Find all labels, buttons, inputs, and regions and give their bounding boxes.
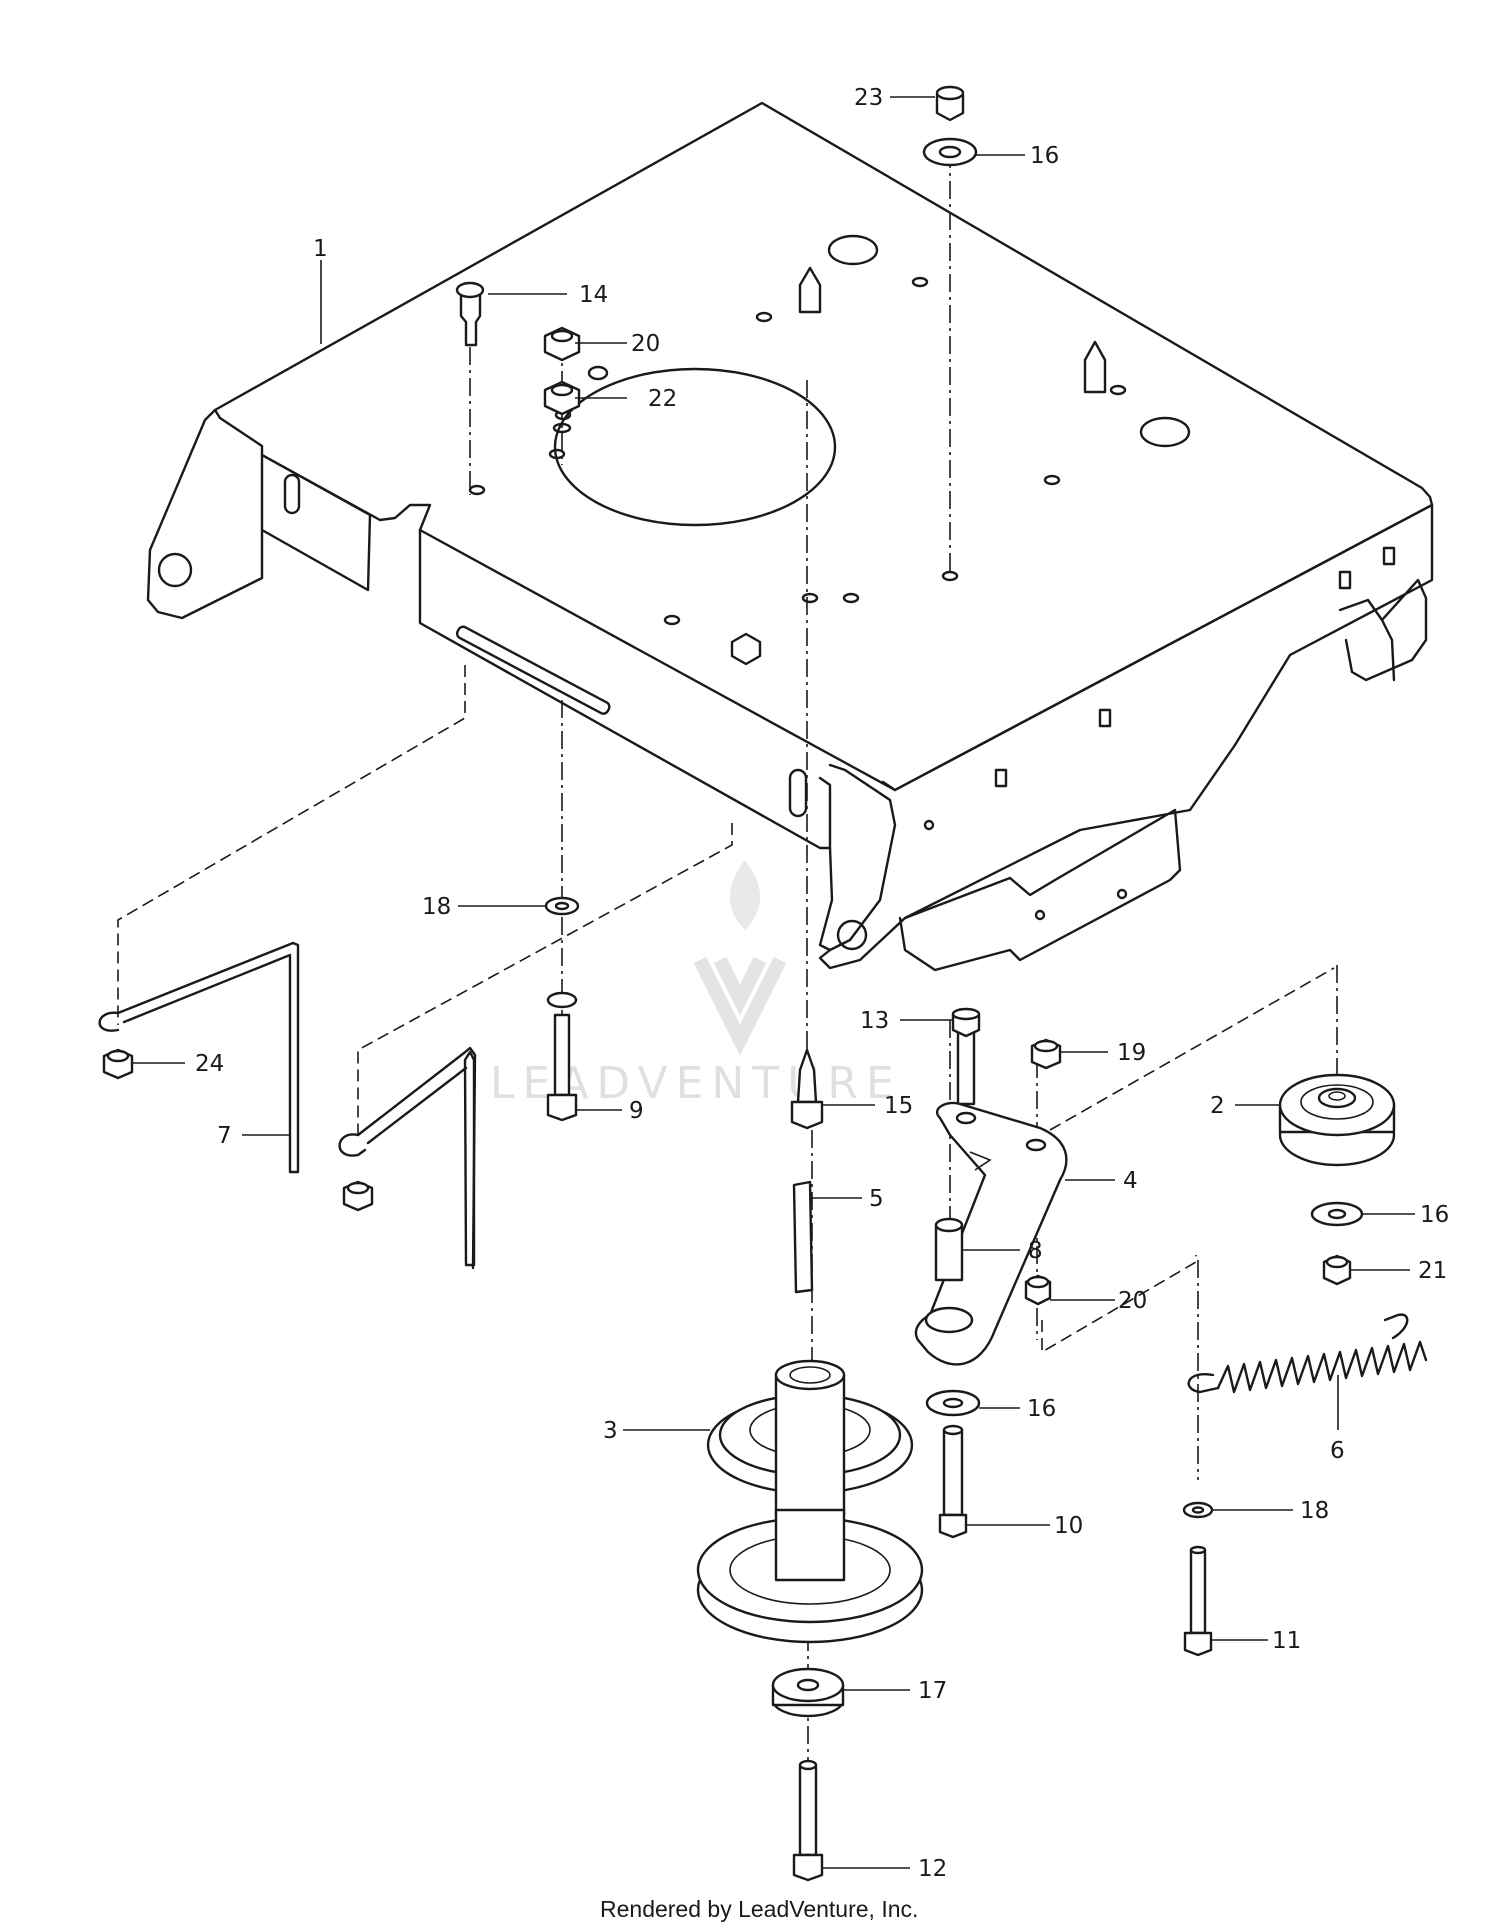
main-frame-part-1 [146, 101, 1434, 972]
callout-16: 16 [1420, 1202, 1449, 1228]
idler-arm-part-4 [914, 1007, 1068, 1539]
watermark: LEADVENTURE [490, 860, 894, 1109]
callout-15: 15 [884, 1093, 913, 1119]
callout-7: 7 [217, 1123, 232, 1149]
callout-13: 13 [860, 1008, 889, 1034]
hardware-top [455, 85, 978, 434]
callout-labels: 1 14 20 22 23 16 18 24 7 9 15 5 13 19 4 … [195, 85, 1449, 1882]
stud-part-15 [790, 1048, 824, 1294]
callout-24: 24 [195, 1051, 224, 1077]
callout-11: 11 [1272, 1628, 1301, 1654]
callout-19: 19 [1117, 1040, 1146, 1066]
callout-18: 18 [422, 894, 451, 920]
callout-16: 16 [1027, 1396, 1056, 1422]
callout-18: 18 [1300, 1498, 1329, 1524]
callout-12: 12 [918, 1856, 947, 1882]
callout-2: 2 [1210, 1093, 1225, 1119]
callout-4: 4 [1123, 1168, 1138, 1194]
bolt-part-11 [1182, 1501, 1214, 1657]
footer-credit: Rendered by LeadVenture, Inc. [600, 1896, 918, 1922]
callout-17: 17 [918, 1678, 947, 1704]
callout-20: 20 [631, 331, 660, 357]
idler-pulley-part-2 [1278, 1073, 1396, 1286]
leader-lines [132, 96, 1415, 1869]
callout-1: 1 [313, 236, 328, 262]
spring-part-6 [1187, 1313, 1428, 1394]
callout-6: 6 [1330, 1438, 1345, 1464]
callout-5: 5 [869, 1186, 884, 1212]
callout-10: 10 [1054, 1513, 1083, 1539]
callout-22: 22 [648, 386, 677, 412]
callout-3: 3 [603, 1418, 618, 1444]
callout-23: 23 [854, 85, 883, 111]
callout-21: 21 [1418, 1258, 1447, 1284]
callout-9: 9 [629, 1098, 644, 1124]
rod-part-7 [98, 941, 477, 1270]
callout-20: 20 [1118, 1288, 1147, 1314]
callout-14: 14 [579, 282, 608, 308]
double-pulley-part-3 [696, 1359, 924, 1882]
bolt-part-9 [544, 896, 580, 1122]
callout-8: 8 [1028, 1238, 1043, 1264]
callout-16: 16 [1030, 143, 1059, 169]
